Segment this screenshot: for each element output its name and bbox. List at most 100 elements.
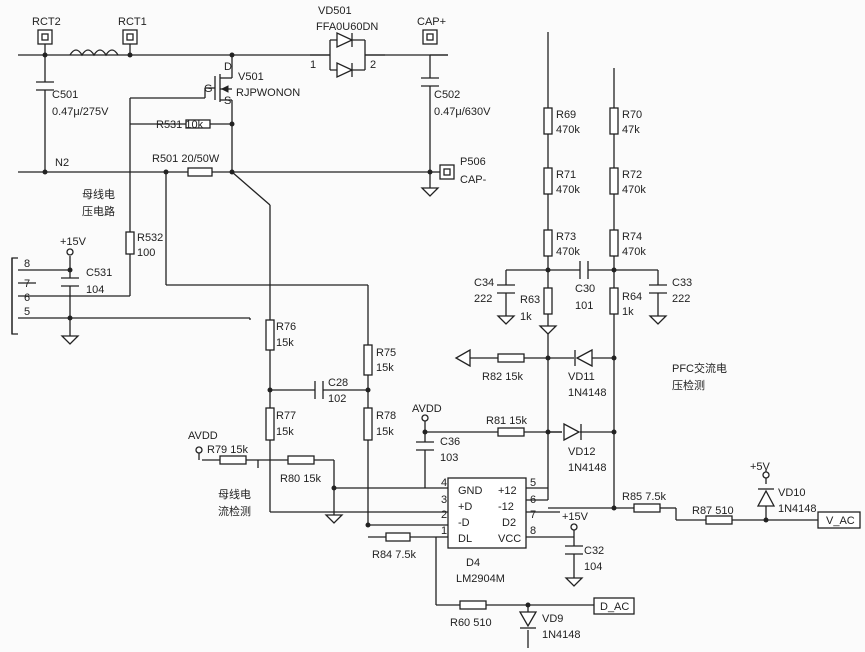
- diode-vd9: [518, 611, 538, 629]
- label-pin2: 2: [441, 509, 447, 521]
- resistor-r531: [185, 119, 211, 129]
- label-box-v-ac: [817, 511, 861, 529]
- label-r501: R501 20/50W: [152, 153, 220, 165]
- label-conn-7: 7: [24, 278, 30, 290]
- label-c502: C502: [434, 89, 460, 101]
- label-d4-part: LM2904M: [456, 573, 505, 585]
- label-vd9-part: 1N4148: [542, 629, 581, 641]
- ic-d4: [436, 432, 574, 549]
- label-r531: R531 10k: [156, 119, 204, 131]
- label-pin1: 1: [441, 525, 447, 537]
- label-ic-minus-d: -D: [458, 517, 470, 529]
- junction-dots: [42, 52, 769, 608]
- label-bus-current-line2: 流检测: [218, 504, 251, 518]
- label-ic-vcc: VCC: [498, 533, 521, 545]
- test-pad-p506: [439, 164, 455, 180]
- label-c36: C36: [440, 436, 460, 448]
- label-c531: C531: [86, 267, 112, 279]
- label-c28-value: 102: [328, 393, 346, 405]
- label-ic-plus12: +12: [498, 485, 517, 497]
- label-r81: R81 15k: [486, 415, 527, 427]
- label-c32: C32: [584, 545, 604, 557]
- label-c28: C28: [328, 377, 348, 389]
- label-ic-dl: DL: [458, 533, 472, 545]
- vcc-c32: [564, 523, 584, 587]
- label-plus5v: +5V: [750, 461, 771, 473]
- label-vd501-pin1: 1: [310, 59, 316, 71]
- resistor-r501: [187, 167, 213, 177]
- label-pin4: 4: [441, 477, 447, 489]
- bus-sense-wires: [165, 171, 448, 526]
- resistor-r85: [633, 503, 661, 513]
- resistor-r64: [609, 287, 619, 315]
- diode-vd10: [756, 471, 776, 507]
- resistor-r82: [497, 353, 525, 363]
- capacitor-c28: [314, 381, 324, 399]
- label-v-ac: V_AC: [826, 515, 855, 527]
- label-vd11-part: 1N4148: [568, 387, 607, 399]
- label-ic-plus-d: +D: [458, 501, 472, 513]
- label-c33: C33: [672, 277, 692, 289]
- diode-vd12: [563, 422, 582, 442]
- resistor-r76: [265, 319, 275, 351]
- resistor-r87: [705, 515, 733, 525]
- label-r60: R60 510: [450, 617, 492, 629]
- label-bus-current-line1: 母线电: [218, 487, 251, 501]
- capacitor-c30: [579, 261, 589, 279]
- connector-block: [11, 248, 250, 345]
- label-r74: R74: [622, 231, 642, 243]
- label-vd501-pin2: 2: [370, 59, 376, 71]
- test-pad-cap-plus: [422, 29, 438, 45]
- resistor-r74: [609, 229, 619, 257]
- label-pfc-line1: PFC交流电: [672, 361, 727, 375]
- label-r77: R77: [276, 410, 296, 422]
- label-r76-value: 15k: [276, 337, 294, 349]
- capacitor-c502: [421, 77, 439, 87]
- label-ic-gnd: GND: [458, 485, 483, 497]
- top-wires: [18, 40, 448, 297]
- label-ic-minus12: -12: [498, 501, 514, 513]
- label-vd12-part: 1N4148: [568, 462, 607, 474]
- label-vd10-part: 1N4148: [778, 503, 817, 515]
- label-r76: R76: [276, 321, 296, 333]
- resistor-r77: [265, 407, 275, 441]
- label-c32-value: 104: [584, 561, 602, 573]
- label-r75-value: 15k: [376, 362, 394, 374]
- label-c33-value: 222: [672, 293, 690, 305]
- label-v501-s: S: [224, 95, 231, 107]
- label-r69-value: 470k: [556, 124, 580, 136]
- label-r73: R73: [556, 231, 576, 243]
- label-r71: R71: [556, 169, 576, 181]
- label-bus-voltage-line1: 母线电: [82, 187, 115, 201]
- resistor-r71: [543, 167, 553, 195]
- resistor-r70: [609, 107, 619, 135]
- label-conn-8: 8: [24, 258, 30, 270]
- label-d4: D4: [466, 557, 480, 569]
- pfc-divider-wires: [470, 32, 818, 521]
- resistor-r78: [363, 407, 373, 441]
- label-c34-value: 222: [474, 293, 492, 305]
- label-d-ac: D_AC: [600, 601, 629, 613]
- label-r78-value: 15k: [376, 426, 394, 438]
- label-r532-value: 100: [137, 247, 155, 259]
- label-v501-g: G: [204, 83, 213, 95]
- label-r72-value: 470k: [622, 184, 646, 196]
- label-p506: P506: [460, 156, 486, 168]
- resistor-r69: [543, 107, 553, 135]
- label-pin5: 5: [530, 477, 536, 489]
- resistor-r532: [125, 231, 135, 255]
- label-vd501-part: FFA0U60DN: [316, 21, 378, 33]
- output-arrow-r82: [454, 348, 471, 368]
- label-c30: C30: [575, 283, 595, 295]
- label-c30-value: 101: [575, 300, 593, 312]
- label-r75: R75: [376, 347, 396, 359]
- test-pad-rct2: [37, 29, 53, 45]
- label-r69: R69: [556, 109, 576, 121]
- ground-p506: [420, 171, 440, 197]
- label-r532: R532: [137, 232, 163, 244]
- diode-vd501: [330, 31, 365, 79]
- label-pin6: 6: [530, 494, 536, 506]
- label-c502-value: 0.47μ/630V: [434, 106, 491, 118]
- resistor-r73: [543, 229, 553, 257]
